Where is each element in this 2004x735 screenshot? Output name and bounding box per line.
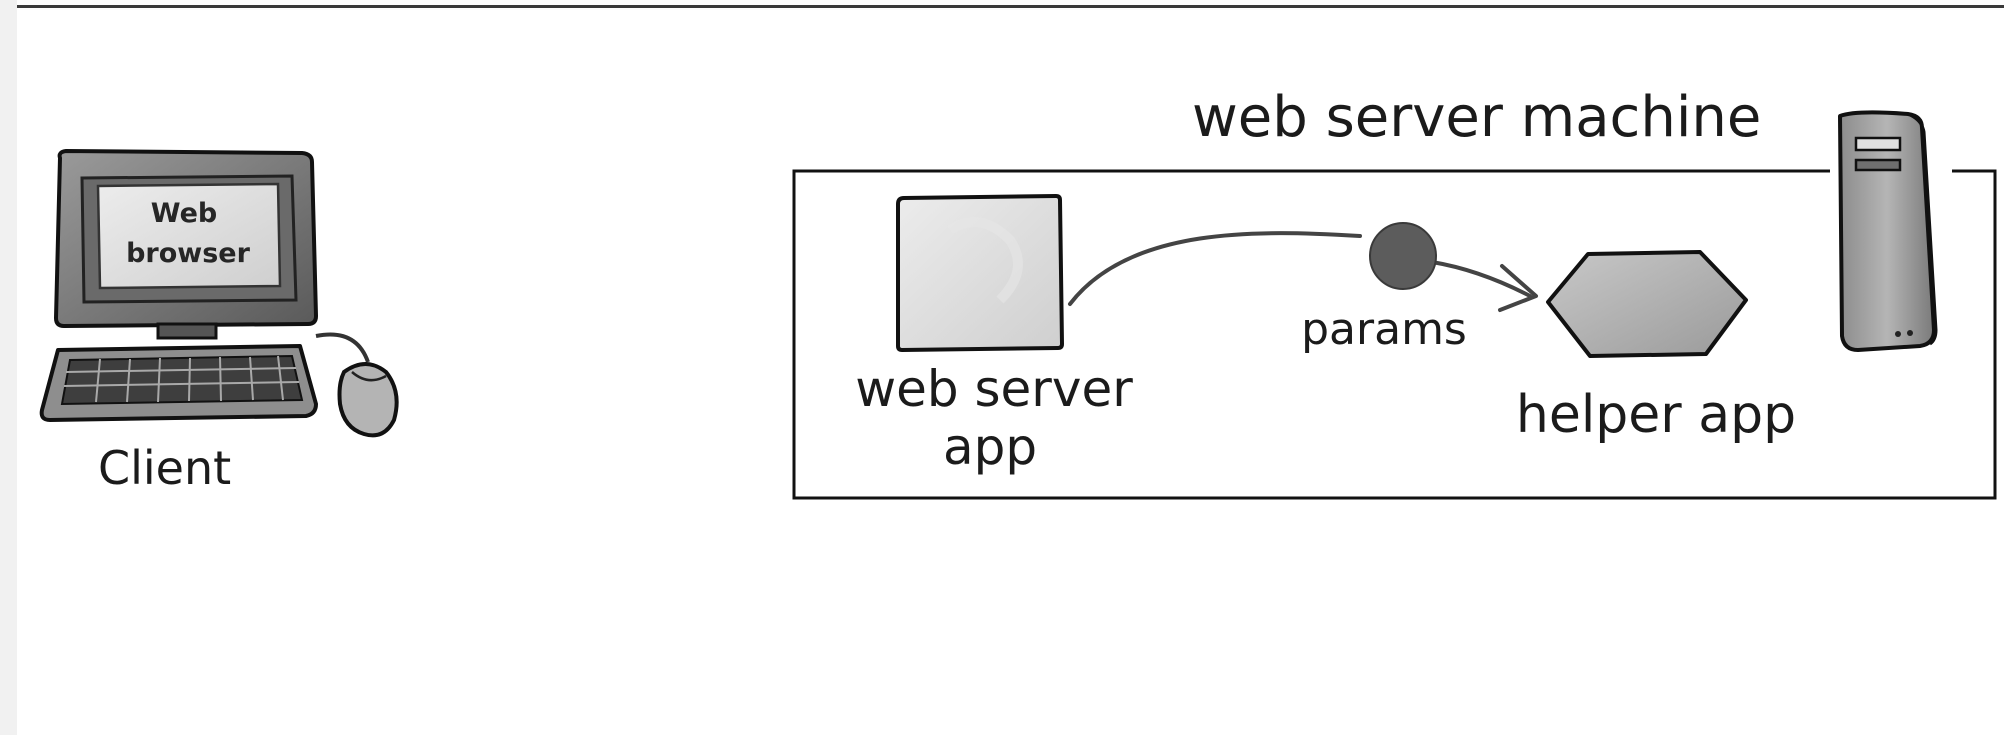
mouse-icon (315, 332, 399, 438)
top-divider (17, 5, 2004, 8)
helper-app-hexagon (1546, 250, 1748, 358)
client-screen-text-line1: Web (151, 198, 217, 229)
client-computer-icon: Web browser (54, 149, 318, 340)
server-machine-title: web server machine (1192, 85, 1761, 150)
params-node (1369, 222, 1437, 290)
server-machine-frame (792, 169, 1997, 500)
params-connector-line (1430, 260, 1532, 298)
web-server-app-box (896, 194, 1064, 352)
web-server-app-label-line2: app (943, 418, 1037, 476)
client-label: Client (98, 441, 231, 495)
arrowhead-icon (1498, 264, 1538, 312)
params-label: params (1301, 304, 1467, 355)
server-tower-icon (1838, 110, 1938, 352)
client-screen-text-line2: browser (126, 238, 251, 269)
helper-app-label: helper app (1516, 385, 1796, 445)
request-connector-line (1068, 231, 1362, 306)
keyboard-icon (39, 344, 318, 422)
web-server-app-label-line1: web server (855, 360, 1133, 418)
